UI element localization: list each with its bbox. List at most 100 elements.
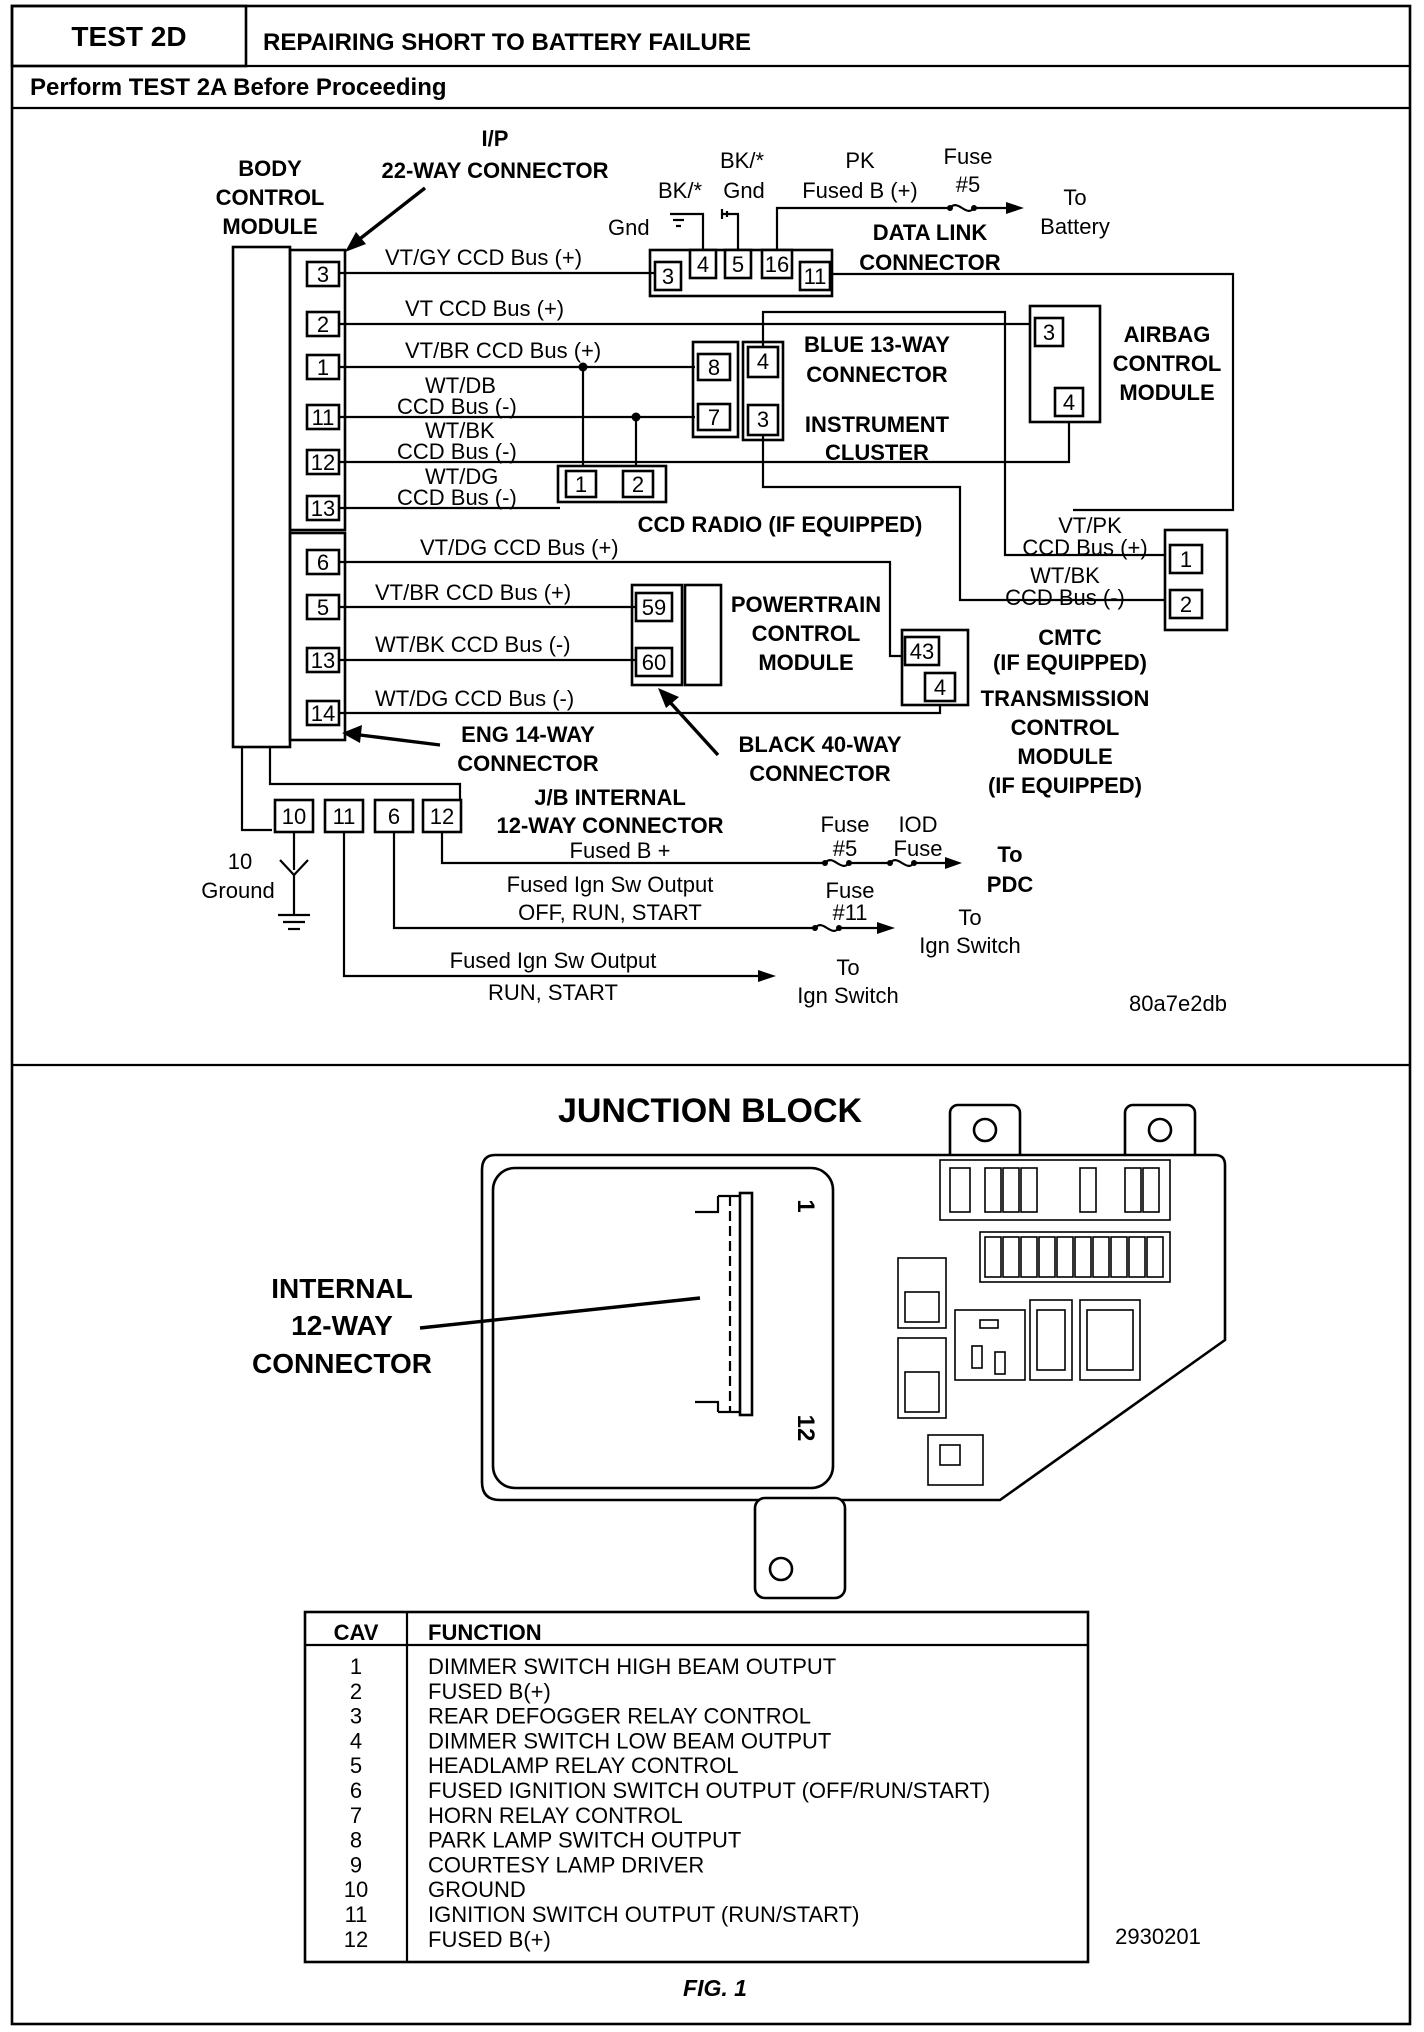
ign-ors-1: Fused Ign Sw Output	[507, 872, 714, 897]
wire-wt-db-2: CCD Bus (-)	[397, 394, 517, 419]
cav-function: FUSED B(+)	[428, 1679, 551, 1704]
bcm-pin: 5	[317, 595, 329, 620]
cluster-label-2: CLUSTER	[825, 440, 929, 465]
to-battery-1: To	[1063, 185, 1086, 210]
jb-pin: 11	[333, 804, 356, 829]
dlc-label-2: CONNECTOR	[859, 250, 1000, 275]
cav-function: HORN RELAY CONTROL	[428, 1803, 683, 1828]
wire-wt-dg-top-2: CCD Bus (-)	[397, 485, 517, 510]
airbag-pin: 4	[1063, 390, 1075, 415]
to-ign-2a: To	[836, 955, 859, 980]
cav-function: IGNITION SWITCH OUTPUT (RUN/START)	[428, 1902, 859, 1927]
bcm-label-2: CONTROL	[216, 185, 325, 210]
fused-b-label: Fused B +	[570, 838, 671, 863]
dlc-pin: 5	[732, 252, 744, 277]
bcm-pin: 13	[311, 496, 335, 521]
wire-wt-dg-bottom: WT/DG CCD Bus (-)	[375, 686, 574, 711]
radio-pin: 1	[575, 472, 587, 497]
airbag-pin: 3	[1043, 320, 1055, 345]
cav-function: GROUND	[428, 1877, 526, 1902]
cluster-pin: 4	[757, 349, 769, 374]
bcm-label-1: BODY	[238, 156, 302, 181]
wire-vt-dg: VT/DG CCD Bus (+)	[420, 535, 619, 560]
airbag-module: 3 4 AIRBAG CONTROL MODULE	[1028, 304, 1221, 424]
bcm-pins-lower: 6 5 13 14	[305, 548, 341, 727]
gnd-label-2: Gnd	[723, 178, 765, 203]
cluster-label-1: INSTRUMENT	[805, 412, 950, 437]
fuse11-number: #11	[832, 900, 867, 925]
cav-number: 8	[350, 1828, 362, 1853]
bcm-pin: 13	[311, 648, 335, 673]
ccd-radio-label: CCD RADIO (IF EQUIPPED)	[638, 512, 923, 537]
tcm-label-2: CONTROL	[1011, 715, 1120, 740]
airbag-label-3: MODULE	[1119, 380, 1214, 405]
prerequisite: Perform TEST 2A Before Proceeding	[30, 74, 447, 101]
wt-bk-cmtc-2: CCD Bus (-)	[1005, 585, 1125, 610]
blue-label-2: CONNECTOR	[806, 362, 947, 387]
wire-vt-br-top: VT/BR CCD Bus (+)	[405, 338, 601, 363]
cav-function: REAR DEFOGGER RELAY CONTROL	[428, 1704, 811, 1729]
to-pdc-2: PDC	[987, 872, 1034, 897]
bcm-pin: 1	[317, 355, 329, 380]
cav-function: DIMMER SWITCH LOW BEAM OUTPUT	[428, 1728, 831, 1753]
iod-fuse: Fuse	[894, 836, 943, 861]
bcm-label-3: MODULE	[222, 214, 317, 239]
pcm-pin: 60	[642, 650, 666, 675]
dlc-pin: 11	[804, 264, 827, 289]
ip-connector-body	[288, 248, 347, 532]
ground-label: Ground	[201, 878, 274, 903]
tcm-label-1: TRANSMISSION	[981, 686, 1150, 711]
jb-label-2: 12-WAY CONNECTOR	[497, 813, 724, 838]
connector-label-2: 12-WAY	[291, 1310, 393, 1341]
blue-label-1: BLUE 13-WAY	[804, 332, 950, 357]
cav-number: 11	[345, 1902, 368, 1927]
cav-number: 1	[350, 1654, 362, 1679]
table-row: 8 PARK LAMP SWITCH OUTPUT	[350, 1828, 741, 1853]
jb-internal-connector: 10 11 6 12 J/B INTERNAL 12-WAY CONNECTOR	[240, 747, 724, 838]
table-row: 7 HORN RELAY CONTROL	[350, 1803, 683, 1828]
dlc-pin: 3	[662, 264, 674, 289]
tcm-label-4: (IF EQUIPPED)	[988, 773, 1142, 798]
ip-connector-label-2: 22-WAY CONNECTOR	[382, 158, 609, 183]
jb-pin: 10	[282, 804, 306, 829]
eng-connector-label-2: CONNECTOR	[457, 751, 598, 776]
bcm-pin: 12	[311, 450, 335, 475]
cav-number: 12	[344, 1927, 368, 1952]
cav-number: 7	[350, 1803, 362, 1828]
junction-block: JUNCTION BLOCK 1 12 INTERNAL 12-WAY CONN…	[252, 1092, 1227, 1600]
ign-ors-2: OFF, RUN, START	[518, 900, 702, 925]
ground-number: 10	[228, 849, 252, 874]
cav-number: 9	[350, 1852, 362, 1877]
blue-pin: 7	[708, 405, 720, 430]
ccd-radio-connector: 1 2 CCD RADIO (IF EQUIPPED)	[556, 464, 923, 537]
cav-header: CAV	[334, 1620, 379, 1645]
cav-function: FUSED IGNITION SWITCH OUTPUT (OFF/RUN/ST…	[428, 1778, 990, 1803]
cmtc-pin: 2	[1180, 592, 1192, 617]
wire-vt: VT CCD Bus (+)	[405, 296, 564, 321]
cav-function: PARK LAMP SWITCH OUTPUT	[428, 1828, 741, 1853]
wire-wt-bk-bottom: WT/BK CCD Bus (-)	[375, 632, 571, 657]
function-header: FUNCTION	[428, 1620, 542, 1645]
bcm-module	[231, 245, 292, 749]
jb-pin: 6	[388, 804, 400, 829]
radio-pin: 2	[632, 472, 644, 497]
bcm-pin: 3	[317, 262, 329, 287]
dlc-grounds: Gnd BK/* BK/* Gnd	[608, 148, 765, 250]
jb-pin: 12	[430, 804, 454, 829]
bk-label-1: BK/*	[658, 178, 702, 203]
cmtc-label-1: CMTC	[1038, 625, 1102, 650]
iod-label: IOD	[898, 812, 937, 837]
bk-label-2: BK/*	[720, 148, 764, 173]
cmtc-pin: 1	[1180, 547, 1192, 572]
fuse-relay-block	[897, 1159, 1171, 1486]
fuse5-number: #5	[956, 172, 980, 197]
wire-vt-br-bottom: VT/BR CCD Bus (+)	[375, 580, 571, 605]
cmtc-label-2: (IF EQUIPPED)	[993, 650, 1147, 675]
